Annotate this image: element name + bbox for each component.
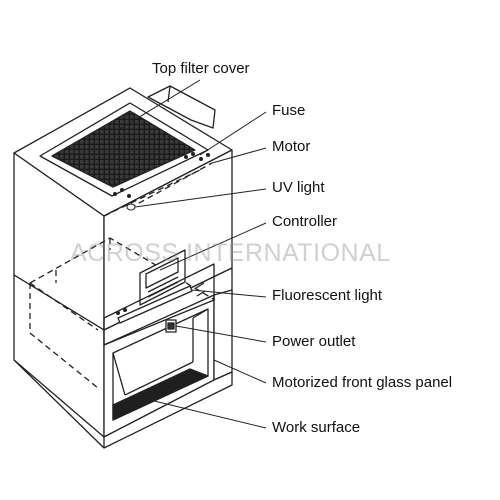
label-work-surface: Work surface [272, 419, 361, 436]
label-uv-light: UV light [272, 179, 325, 196]
label-motor: Motor [272, 138, 311, 155]
leader-fuse [199, 111, 267, 156]
label-fuse: Fuse [272, 102, 306, 119]
leader-fluorescent-light [191, 289, 267, 298]
leader-power-outlet [175, 325, 267, 343]
leader-work-surface [149, 399, 267, 429]
uv-light-dashed [129, 162, 213, 209]
label-controller: Controller [272, 213, 338, 230]
fluorescent-light [117, 285, 193, 324]
work-surface-plate [112, 368, 209, 421]
leader-front-glass-panel [213, 359, 267, 384]
front-glass-sash [103, 263, 215, 346]
side-window-dashed [29, 283, 99, 389]
leader-motor [211, 147, 267, 164]
filter-grille [51, 110, 196, 188]
label-power-outlet: Power outlet [272, 333, 356, 350]
leader-top-filter-cover [117, 79, 201, 131]
label-front-glass-panel: Motorized front glass panel [272, 374, 453, 391]
label-fluorescent-light: Fluorescent light [272, 287, 383, 304]
base-plinth [103, 371, 233, 449]
leader-uv-light [134, 188, 267, 208]
label-top-filter-cover: Top filter cover [152, 60, 250, 77]
rear-duct-flange [147, 85, 216, 129]
leader-controller [159, 222, 267, 271]
uv-light-fixture [126, 203, 136, 211]
watermark: ACROSS INTERNATIONAL [70, 239, 391, 267]
fuse-details [113, 152, 210, 315]
